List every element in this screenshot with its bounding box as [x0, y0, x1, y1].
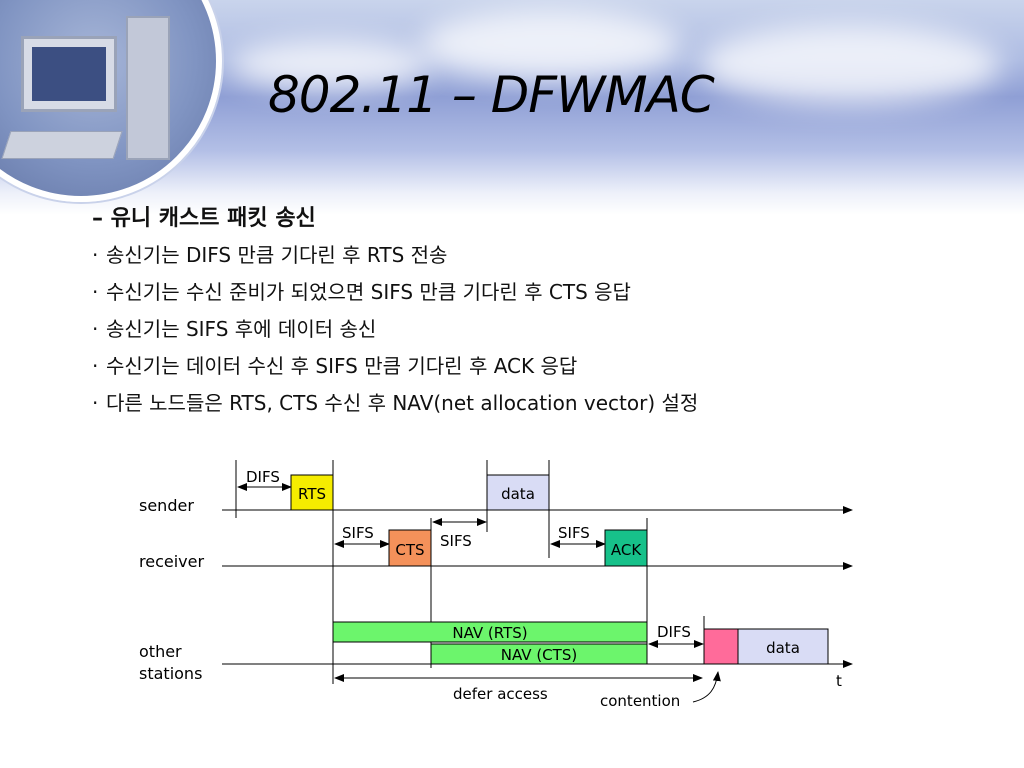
time-axis-label: t [836, 672, 842, 690]
header-banner [0, 0, 1024, 215]
data-label-other: data [766, 639, 800, 657]
bullet-item: ·다른 노드들은 RTS, CTS 수신 후 NAV(net allocatio… [92, 391, 699, 415]
difs-label: DIFS [246, 468, 280, 486]
computer-photo [0, 0, 222, 202]
contention-label: contention [600, 692, 680, 710]
defer-access-label: defer access [453, 685, 548, 703]
data-label-sender: data [501, 485, 535, 503]
computer-tower-icon [126, 16, 170, 160]
rts-frame [290, 474, 334, 511]
nav-rts-bar [332, 621, 648, 643]
bullet-text: 송신기는 SIFS 후에 데이터 송신 [106, 317, 377, 341]
rts-cts-timing-diagram: sender receiver other stations DIFS RTS … [139, 460, 853, 710]
cloud-decoration [700, 25, 1000, 105]
data-frame-other [737, 628, 829, 665]
bullet-text: 수신기는 수신 준비가 되었으면 SIFS 만큼 기다린 후 CTS 응답 [106, 280, 631, 304]
bullet-text: 다른 노드들은 RTS, CTS 수신 후 NAV(net allocation… [106, 391, 699, 415]
contention-window [703, 628, 739, 665]
sifs-label: SIFS [440, 532, 472, 550]
cloud-decoration [420, 10, 680, 80]
bullet-item: ·수신기는 수신 준비가 되었으면 SIFS 만큼 기다린 후 CTS 응답 [92, 280, 631, 304]
sifs-label: SIFS [558, 524, 590, 542]
rts-label: RTS [298, 485, 326, 503]
bullet-item: ·송신기는 SIFS 후에 데이터 송신 [92, 317, 377, 341]
cts-label: CTS [395, 541, 424, 559]
cts-frame [388, 529, 432, 567]
nav-cts-bar [430, 643, 648, 665]
slide-title: 802.11 – DFWMAC [268, 66, 715, 124]
bullet-item: ·수신기는 데이터 수신 후 SIFS 만큼 기다린 후 ACK 응답 [92, 354, 578, 378]
bullet-item: ·송신기는 DIFS 만큼 기다린 후 RTS 전송 [92, 243, 448, 267]
nav-rts-label: NAV (RTS) [452, 624, 527, 642]
row-label-receiver: receiver [139, 552, 204, 571]
monitor-icon [21, 36, 117, 112]
data-frame-sender [486, 474, 550, 511]
section-heading: – 유니 캐스트 패킷 송신 [92, 206, 316, 231]
bullet-list: ·송신기는 DIFS 만큼 기다린 후 RTS 전송 ·수신기는 수신 준비가 … [92, 240, 698, 425]
keyboard-icon [1, 131, 123, 159]
contention-pointer [692, 671, 721, 703]
sifs-label: SIFS [342, 524, 374, 542]
row-label-stations: stations [139, 664, 202, 683]
difs-label: DIFS [657, 623, 691, 641]
ack-label: ACK [611, 541, 642, 559]
bullet-text: 송신기는 DIFS 만큼 기다린 후 RTS 전송 [106, 243, 448, 267]
cloud-decoration [230, 40, 430, 90]
row-label-sender: sender [139, 496, 194, 515]
row-label-other: other [139, 642, 182, 661]
nav-cts-label: NAV (CTS) [501, 646, 577, 664]
ack-frame [604, 529, 648, 567]
bullet-text: 수신기는 데이터 수신 후 SIFS 만큼 기다린 후 ACK 응답 [106, 354, 578, 378]
